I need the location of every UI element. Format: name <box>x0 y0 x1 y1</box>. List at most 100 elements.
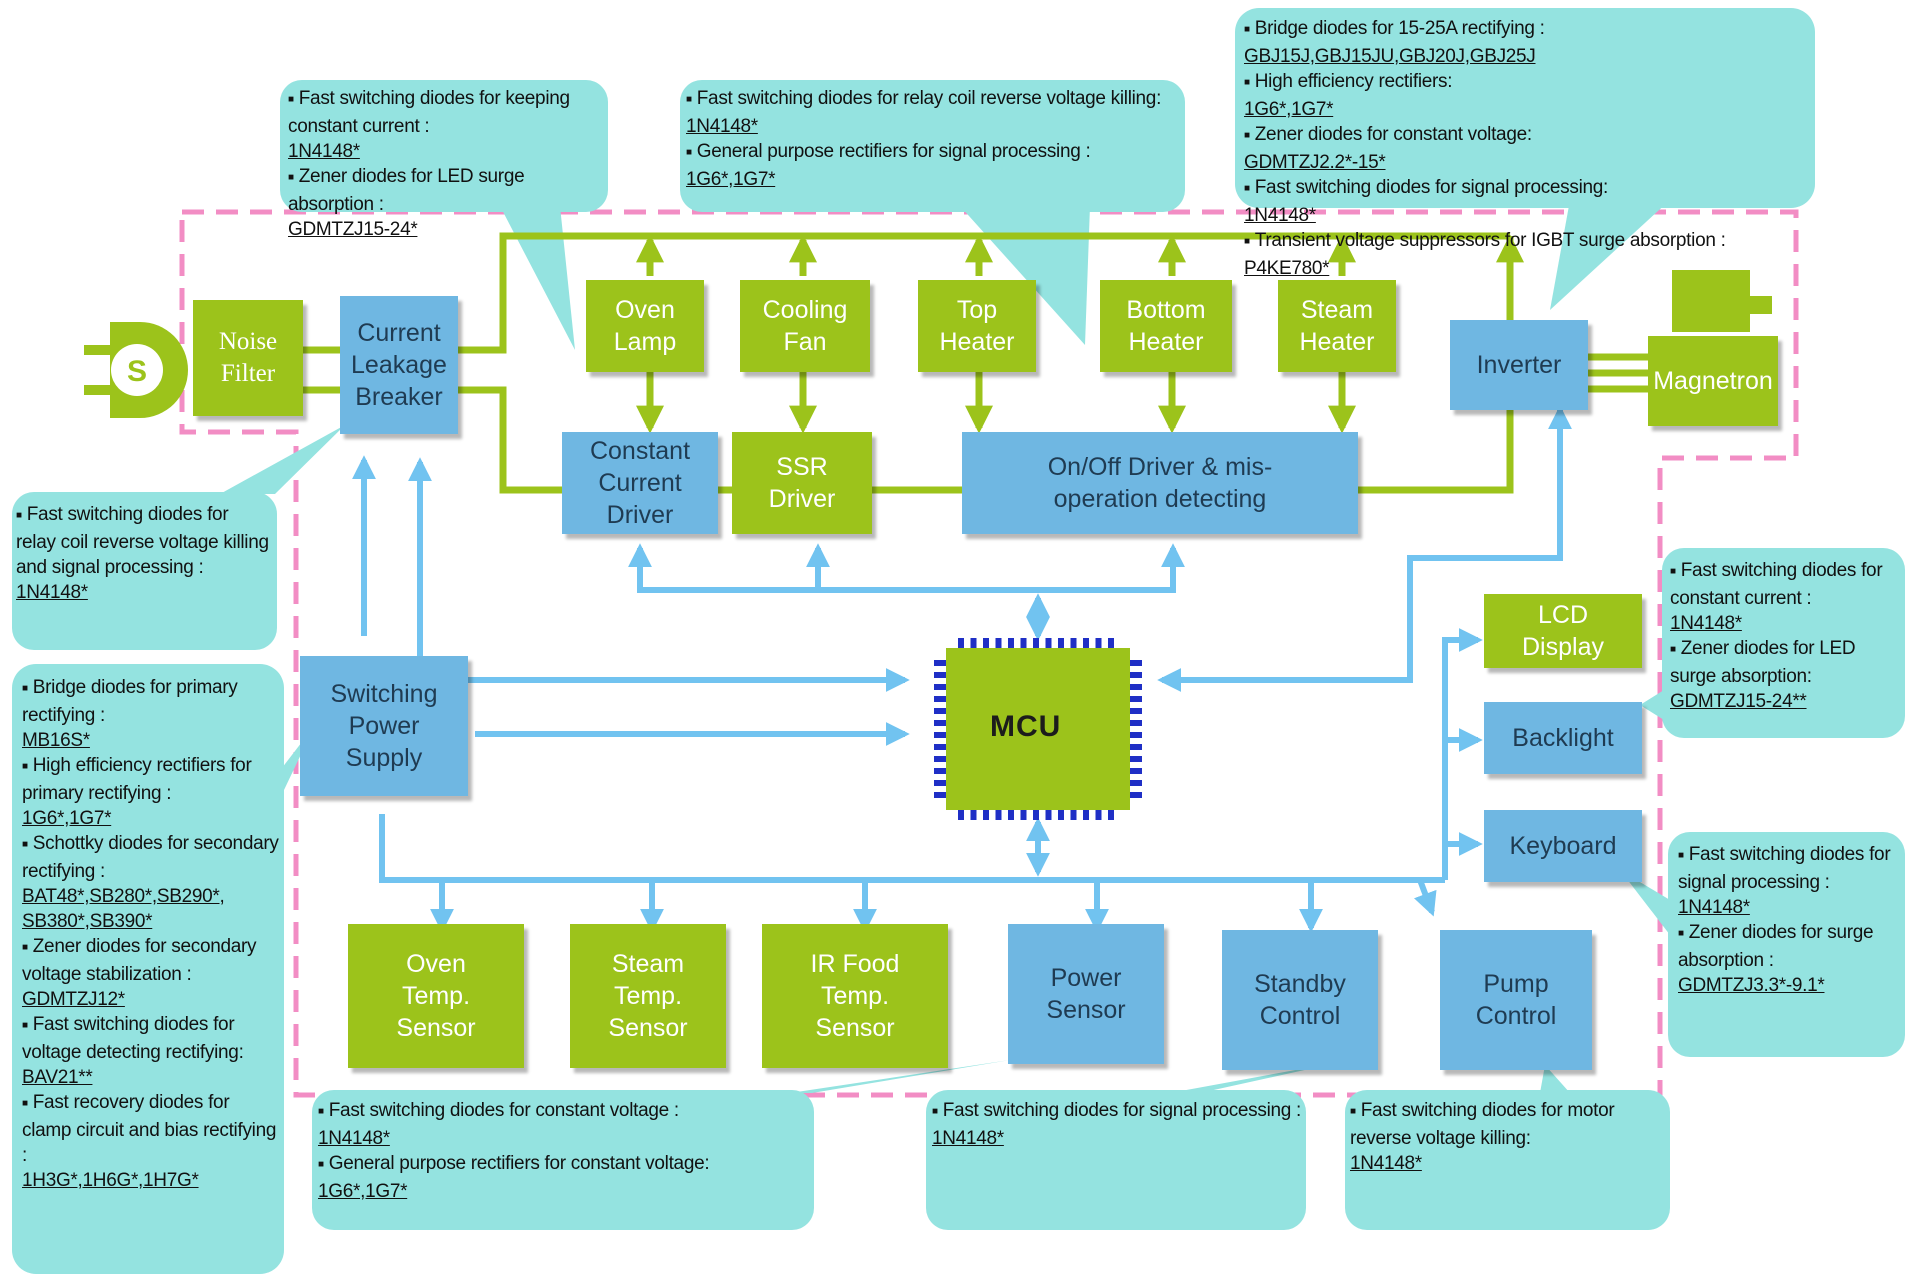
note-text: Schottky diodes for secondary rectifying… <box>22 831 280 884</box>
mcu-pin <box>1058 808 1064 820</box>
mcu-pin <box>1020 808 1027 820</box>
note-text: Fast switching diodes for voltage detect… <box>22 1012 280 1065</box>
part-number-link[interactable]: GBJ15J,GBJ15JU,GBJ20J,GBJ25J <box>1244 46 1536 67</box>
steam-temp-sensor-block: Steam Temp. Sensor <box>570 924 726 1068</box>
mcu-chip <box>934 638 1142 820</box>
blue-signal-lines <box>352 405 1572 933</box>
part-number-link[interactable]: 1N4148* <box>686 116 758 137</box>
mcu-pin <box>1128 696 1142 702</box>
part-number-link[interactable]: 1N4148* <box>288 141 360 162</box>
cooling-fan-block: Cooling Fan <box>740 280 870 372</box>
note-left-bottom: Bridge diodes for primary rectifying :MB… <box>22 675 280 1193</box>
note-right-top: Fast switching diodes for constant curre… <box>1670 558 1904 714</box>
part-number-link[interactable]: P4KE780* <box>1244 258 1330 279</box>
mcu-pin <box>934 732 948 738</box>
mcu-pin <box>958 808 964 820</box>
mcu-pin <box>1128 756 1142 762</box>
note-bottom-power: Fast switching diodes for constant volta… <box>318 1098 810 1204</box>
mcu-pin <box>970 638 977 650</box>
part-number-link[interactable]: 1N4148* <box>318 1128 390 1149</box>
part-number-link[interactable]: 1N4148* <box>1244 205 1316 226</box>
note-text: Fast switching diodes for keeping consta… <box>288 86 603 139</box>
note-text: Fast switching diodes for signal process… <box>932 1098 1302 1126</box>
oven-lamp-block: Oven Lamp <box>586 280 704 372</box>
mcu-pin <box>1128 720 1142 726</box>
mcu-pin <box>995 638 1002 650</box>
part-number-link[interactable]: 1N4148* <box>932 1128 1004 1149</box>
switching-power-supply-block: Switching Power Supply <box>300 656 468 796</box>
note-text: Bridge diodes for 15-25A rectifying : <box>1244 16 1809 44</box>
mcu-pin <box>934 672 948 678</box>
note-breaker-top: Fast switching diodes for keeping consta… <box>288 86 603 242</box>
mcu-pin <box>934 696 948 702</box>
note-text: Zener diodes for constant voltage: <box>1244 122 1809 150</box>
mcu-pin <box>1008 808 1014 820</box>
part-number-link[interactable]: 1G6*,1G7* <box>318 1181 408 1202</box>
part-number-link[interactable]: GDMTZJ12* <box>22 989 125 1010</box>
mcu-pin <box>934 708 948 714</box>
mcu-pin <box>1045 808 1052 820</box>
mcu-pin <box>1058 638 1064 650</box>
part-number-link[interactable]: 1N4148* <box>1670 613 1742 634</box>
part-number-link[interactable]: 1G6*,1G7* <box>1244 99 1334 120</box>
part-number-link[interactable]: 1H3G*,1H6G*,1H7G* <box>22 1170 199 1191</box>
part-number-link[interactable]: MB16S* <box>22 730 90 751</box>
part-number-link[interactable]: 1G6*,1G7* <box>686 169 776 190</box>
mcu-pin <box>1128 684 1142 690</box>
pump-control-block: Pump Control <box>1440 930 1592 1070</box>
mcu-pin <box>1033 808 1039 820</box>
bottom-heater-block: Bottom Heater <box>1100 280 1232 372</box>
mcu-pin <box>1033 638 1039 650</box>
note-text: Zener diodes for secondary voltage stabi… <box>22 934 280 987</box>
note-text: General purpose rectifiers for constant … <box>318 1151 810 1179</box>
note-text: Bridge diodes for primary rectifying : <box>22 675 280 728</box>
mcu-pin <box>1020 638 1027 650</box>
mcu-pin <box>1108 808 1114 820</box>
mcu-pin <box>934 660 948 666</box>
part-number-link[interactable]: 1G6*,1G7* <box>22 808 112 829</box>
note-text: Fast switching diodes for constant curre… <box>1670 558 1904 611</box>
part-number-link[interactable]: GDMTZJ15-24** <box>1670 691 1807 712</box>
mcu-pin <box>1128 780 1142 786</box>
onoff-driver-block: On/Off Driver & mis- operation detecting <box>962 432 1358 534</box>
mcu-pin <box>1070 638 1077 650</box>
part-number-link[interactable]: BAV21** <box>22 1067 93 1088</box>
mcu-pin <box>1108 638 1114 650</box>
mcu-pin <box>1095 638 1102 650</box>
note-text: Fast recovery diodes for clamp circuit a… <box>22 1090 280 1168</box>
note-right-bottom: Fast switching diodes for signal process… <box>1678 842 1898 998</box>
mcu-pin <box>934 780 948 786</box>
lcd-display-block: LCD Display <box>1484 594 1642 668</box>
mcu-pin <box>1128 768 1142 774</box>
part-number-link[interactable]: 1N4148* <box>16 582 88 603</box>
part-number-link[interactable]: GDMTZJ3.3*-9.1* <box>1678 975 1825 996</box>
noise-filter-block: Noise Filter <box>193 300 303 416</box>
mcu-pin <box>934 756 948 762</box>
steam-heater-block: Steam Heater <box>1278 280 1396 372</box>
mcu-pin <box>1083 808 1089 820</box>
mcu-pin <box>970 808 977 820</box>
note-text: Fast switching diodes for signal process… <box>1244 175 1809 203</box>
note-relay: Fast switching diodes for relay coil rev… <box>686 86 1181 192</box>
note-left-top: Fast switching diodes for relay coil rev… <box>16 502 272 605</box>
mcu-pin <box>1070 808 1077 820</box>
note-text: Zener diodes for LED surge absorption : <box>288 164 603 217</box>
note-text: Fast switching diodes for signal process… <box>1678 842 1898 895</box>
mcu-pin <box>1083 638 1089 650</box>
mcu-pin <box>983 808 989 820</box>
mcu-pin <box>1128 792 1142 798</box>
part-number-link[interactable]: GDMTZJ2.2*-15* <box>1244 152 1386 173</box>
svg-text:S: S <box>127 355 147 388</box>
part-number-link[interactable]: GDMTZJ15-24* <box>288 219 418 240</box>
magnetron-body-shape <box>1672 270 1772 332</box>
note-text: Fast switching diodes for motor reverse … <box>1350 1098 1665 1151</box>
note-bottom-pump: Fast switching diodes for motor reverse … <box>1350 1098 1665 1176</box>
mcu-pin <box>1128 708 1142 714</box>
mcu-pin <box>995 808 1002 820</box>
standby-control-block: Standby Control <box>1222 930 1378 1070</box>
part-number-link[interactable]: BAT48*,SB280*,SB290*, SB380*,SB390* <box>22 886 225 932</box>
part-number-link[interactable]: 1N4148* <box>1350 1153 1422 1174</box>
part-number-link[interactable]: 1N4148* <box>1678 897 1750 918</box>
keyboard-block: Keyboard <box>1484 810 1642 882</box>
mcu-pin <box>934 720 948 726</box>
